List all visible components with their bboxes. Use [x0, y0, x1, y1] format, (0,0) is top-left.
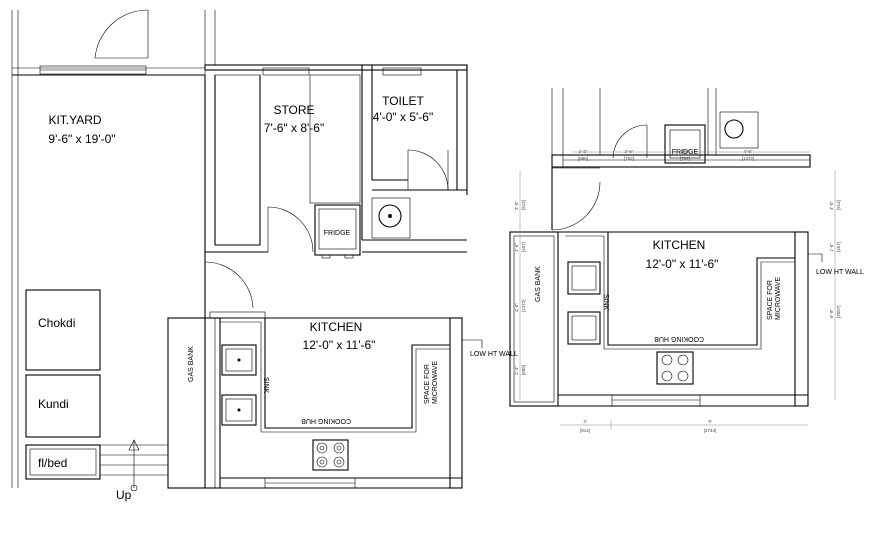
dim-left-2-mm: [457]: [521, 242, 526, 252]
dim-right-2-mm: [457]: [836, 242, 841, 252]
fridge2-label: FRIDGE: [672, 149, 699, 156]
kitchen-door-swing: [204, 261, 254, 309]
dim-left-3: 4'-6": [514, 303, 519, 312]
dim-top-4-mm: [1372]: [742, 156, 755, 161]
gas-bank-counter-1: [167, 317, 221, 489]
cooking-hub2-label: COOKING HUB: [654, 335, 704, 342]
kundi-box: [25, 374, 101, 438]
low-ht-wall-pointer: [462, 339, 483, 348]
sink-2b: [567, 311, 601, 345]
dim-top-1-mm: [686]: [578, 156, 588, 161]
kitchen2-size: 12'-0" x 11'-6": [646, 257, 719, 271]
dim-top-2: 2'-6": [625, 149, 634, 154]
toilet-fixture: [371, 197, 411, 239]
dim-bottom-2: 9': [708, 419, 712, 424]
dim-left-4: 2'-3": [514, 366, 519, 375]
gas-bank2-label: GAS BANK: [535, 266, 542, 302]
counter-outline-1: [220, 317, 450, 429]
dim-top-3: 2'-6": [681, 149, 690, 154]
store-door-swing: [267, 206, 314, 253]
store-shelf-right: [309, 74, 361, 204]
kit-yard-size: 9'-6" x 19'-0": [48, 132, 115, 146]
cooking-hub-label: COOKING HUB: [301, 417, 351, 424]
space-for-label: SPACE FOR: [424, 364, 431, 404]
kitchen-door-swing-2: [551, 181, 601, 231]
up-label: Up: [116, 488, 132, 502]
cooktop-2: [656, 351, 694, 385]
chokdi-box: [25, 289, 101, 371]
low-ht-wall-label: LOW HT WALL: [470, 351, 518, 358]
low-ht-wall2-label: LOW HT WALL: [816, 269, 864, 276]
sink-label: SINK: [262, 377, 269, 394]
toilet-size: 4'-0" x 5'-6": [373, 110, 433, 124]
dim-left-1-mm: [914]: [521, 200, 526, 210]
gas-bank-label: GAS BANK: [188, 346, 195, 382]
dim-left-2: 1'-6": [514, 243, 519, 252]
microwave-label: MICROWAVE: [432, 361, 439, 404]
space-for2-label: SPACE FOR: [767, 280, 774, 320]
dim-left-3-mm: [1372]: [521, 299, 526, 312]
fridge-1: [314, 204, 361, 256]
store-shelf-left: [214, 74, 261, 246]
counter-outline-2: [565, 231, 795, 346]
kitchen-size: 12'-0" x 11'-6": [303, 338, 376, 352]
kitchen-label: KITCHEN: [310, 320, 363, 334]
dim-bottom-2-mm: [2743]: [704, 428, 717, 433]
kitchen2-label: KITCHEN: [653, 238, 706, 252]
wc-fixture-2: [719, 111, 759, 149]
dim-top-4: 4'-6": [744, 149, 753, 154]
yard-door-swing: [94, 9, 149, 59]
dim-right-2: 1'-6": [829, 243, 834, 252]
kit-yard-label: KIT.YARD: [48, 113, 101, 127]
dim-right-1-mm: [914]: [836, 200, 841, 210]
fl-bed-box: [25, 444, 101, 480]
microwave2-label: MICROWAVE: [775, 277, 782, 320]
store-size: 7'-6" x 8'-6": [264, 121, 324, 135]
fridge-2: [664, 124, 706, 164]
dim-left-1: 3'-0": [514, 201, 519, 210]
dim-bottom-1-mm: [914]: [580, 428, 590, 433]
chokdi-label: Chokdi: [38, 316, 75, 330]
toilet-label: TOILET: [382, 94, 424, 108]
sink2-label: SINK: [602, 294, 609, 311]
dim-right-3-mm: [2057]: [836, 305, 841, 318]
sink-2a: [567, 261, 601, 295]
dim-top-3-mm: [762]: [680, 156, 690, 161]
dim-top-1: 2'-3": [579, 149, 588, 154]
dim-right-1: 3'-0": [829, 201, 834, 210]
fridge-label: FRIDGE: [324, 230, 351, 237]
sink-1a: [221, 344, 257, 376]
fl-bed-label: fl/bed: [38, 456, 67, 470]
toilet-door-swing: [407, 149, 449, 191]
plan-2: 2'-3" [686] 2'-6" [762] 2'-6" [762] 4'-6…: [509, 88, 864, 433]
dim-bottom-1: 3': [583, 419, 587, 424]
cooktop-1: [312, 439, 349, 471]
dim-top-2-mm: [762]: [624, 156, 634, 161]
gas-bank-counter-2: [509, 231, 559, 407]
plan-1: KIT.YARD 9'-6" x 19'-0" STORE 7'-6" x 8'…: [11, 9, 518, 502]
kundi-label: Kundi: [38, 397, 69, 411]
sink-1b: [221, 394, 257, 426]
dim-left-4-mm: [686]: [521, 365, 526, 375]
dim-right-3: 6'-9": [829, 309, 834, 318]
store-label: STORE: [273, 103, 314, 117]
stair-up-arrow: [128, 439, 140, 451]
